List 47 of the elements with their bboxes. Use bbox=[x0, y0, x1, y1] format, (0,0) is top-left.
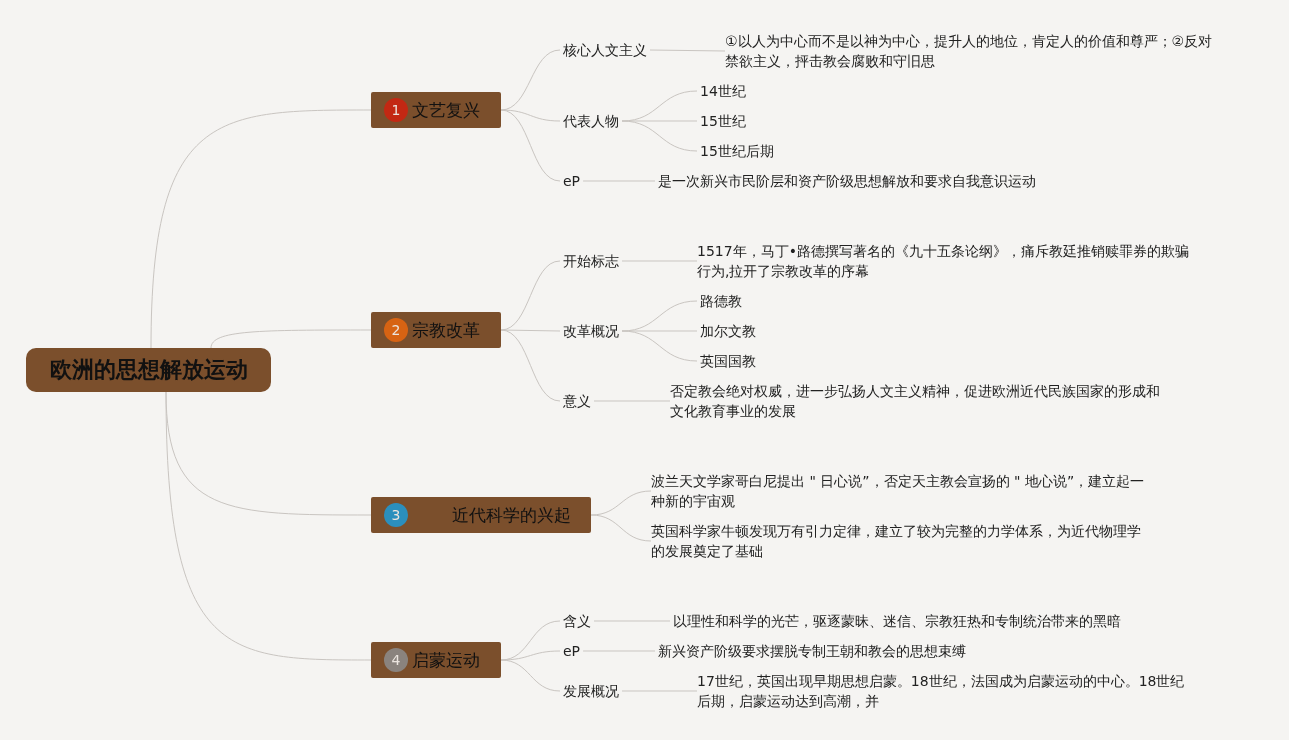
topic-box bbox=[371, 642, 501, 678]
connector-line bbox=[590, 514, 652, 542]
branch-label: 改革概况 bbox=[560, 321, 622, 341]
branch-label: 15世纪 bbox=[697, 111, 749, 131]
number-badge: 1 bbox=[384, 98, 408, 122]
branch-label: 以理性和科学的光芒，驱逐蒙昧、迷信、宗教狂热和专制统治带来的黑暗 bbox=[670, 611, 1124, 631]
topic-box bbox=[371, 312, 501, 348]
branch-label: 是一次新兴市民阶层和资产阶级思想解放和要求自我意识运动 bbox=[655, 171, 1039, 191]
branch-label: 开始标志 bbox=[560, 251, 622, 271]
branch-label: eP bbox=[560, 641, 584, 661]
note-text: ①以人为中心而不是以神为中心，提升人的地位，肯定人的价值和尊严；②反对禁欲主义，抨击教会腐败和守旧思 bbox=[725, 31, 1225, 71]
note-text: 否定教会绝对权威，进一步弘扬人文主义精神，促进欧洲近代民族国家的形成和文化教育事业的发展 bbox=[670, 381, 1170, 421]
number-badge: 2 bbox=[384, 318, 408, 342]
root-box: 欧洲的思想解放运动 bbox=[26, 348, 271, 392]
topic-title: 宗教改革 bbox=[412, 320, 480, 340]
number-badge: 3 bbox=[384, 503, 408, 527]
branch-label: 15世纪后期 bbox=[697, 141, 777, 161]
connector-line bbox=[621, 330, 698, 362]
branch-label: 意义 bbox=[560, 391, 594, 411]
note-text: 1517年，马丁•路德撰写著名的《九十五条论纲》，痛斥教廷推销赎罪券的欺骗行为,拉开了宗教改革的序幕 bbox=[697, 241, 1202, 281]
note-text: 17世纪，英国出现早期思想启蒙。18世纪，法国成为启蒙运动的中心。18世纪后期，启蒙运动达到高潮，并 bbox=[697, 671, 1197, 711]
topic-title: 近代科学的兴起 bbox=[452, 505, 571, 525]
connector-line bbox=[210, 329, 372, 349]
branch-label: 14世纪 bbox=[697, 81, 749, 101]
connector-line bbox=[500, 659, 561, 692]
connector-line bbox=[500, 329, 561, 402]
connector-line bbox=[500, 109, 561, 182]
topic-box bbox=[371, 92, 501, 128]
branch-label: 含义 bbox=[560, 611, 594, 631]
connector-line bbox=[150, 109, 372, 349]
branch-label: 路德教 bbox=[697, 291, 745, 311]
branch-label: 加尔文教 bbox=[697, 321, 759, 341]
connector-line bbox=[165, 391, 372, 661]
branch-label: 核心人文主义 bbox=[560, 40, 650, 60]
topic-box bbox=[371, 497, 591, 533]
branch-label: 发展概况 bbox=[560, 681, 622, 701]
branch-label: eP bbox=[560, 171, 584, 191]
connector-line bbox=[649, 49, 726, 52]
note-text: 英国科学家牛顿发现万有引力定律，建立了较为完整的力学体系，为近代物理学的发展奠定了基础 bbox=[651, 521, 1151, 561]
topic-title: 启蒙运动 bbox=[412, 650, 480, 670]
note-text: 波兰天文学家哥白尼提出 " 日心说”，否定天主教会宣扬的 " 地心说”，建立起一种新的宇宙观 bbox=[651, 471, 1151, 511]
topic-title: 文艺复兴 bbox=[412, 100, 480, 120]
connector-line bbox=[621, 120, 698, 152]
branch-label: 新兴资产阶级要求摆脱专制王朝和教会的思想束缚 bbox=[655, 641, 969, 661]
number-badge: 4 bbox=[384, 648, 408, 672]
branch-label: 代表人物 bbox=[560, 111, 622, 131]
branch-label: 英国国教 bbox=[697, 351, 759, 371]
